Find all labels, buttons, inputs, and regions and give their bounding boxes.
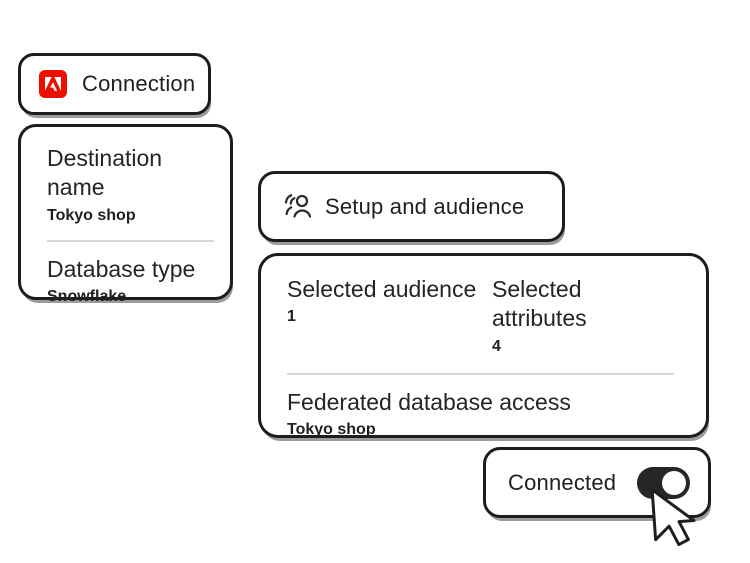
stat-value: 4 <box>492 337 501 355</box>
stat-label: Selected audience <box>287 276 477 302</box>
audience-icon <box>284 193 311 220</box>
connection-label: Connection <box>82 71 196 96</box>
database-type-field: Database type Snowflake <box>47 255 214 308</box>
setup-audience-card: Setup and audience <box>258 171 565 242</box>
connection-card: Connection <box>18 53 211 115</box>
stat-value: 1 <box>287 308 296 326</box>
setup-audience-label: Setup and audience <box>325 193 525 219</box>
stat-label: Selected attributes <box>492 276 587 332</box>
connected-card: Connected <box>483 447 711 518</box>
connected-toggle[interactable] <box>637 466 690 499</box>
federated-access-field: Federated database access Tokyo shop <box>287 388 674 441</box>
divider <box>287 372 674 375</box>
field-value: Tokyo shop <box>287 421 376 439</box>
destination-name-field: Destination name Tokyo shop <box>47 144 214 227</box>
selected-audience-stat: Selected audience 1 <box>287 275 492 358</box>
summary-card: Selected audience 1 Selected attributes … <box>258 253 709 438</box>
destination-card: Destination name Tokyo shop Database typ… <box>18 124 233 305</box>
divider <box>47 239 214 242</box>
field-label: Federated database access <box>287 388 571 415</box>
field-value: Snowflake <box>47 288 127 306</box>
field-label: Database type <box>47 255 196 282</box>
connected-label: Connected <box>508 469 617 495</box>
selected-attributes-stat: Selected attributes 4 <box>492 275 674 358</box>
field-label: Destination name <box>47 145 163 201</box>
adobe-logo-icon <box>39 70 67 98</box>
stats-row: Selected audience 1 Selected attributes … <box>287 275 674 358</box>
toggle-knob <box>662 470 686 495</box>
field-value: Tokyo shop <box>47 206 136 224</box>
